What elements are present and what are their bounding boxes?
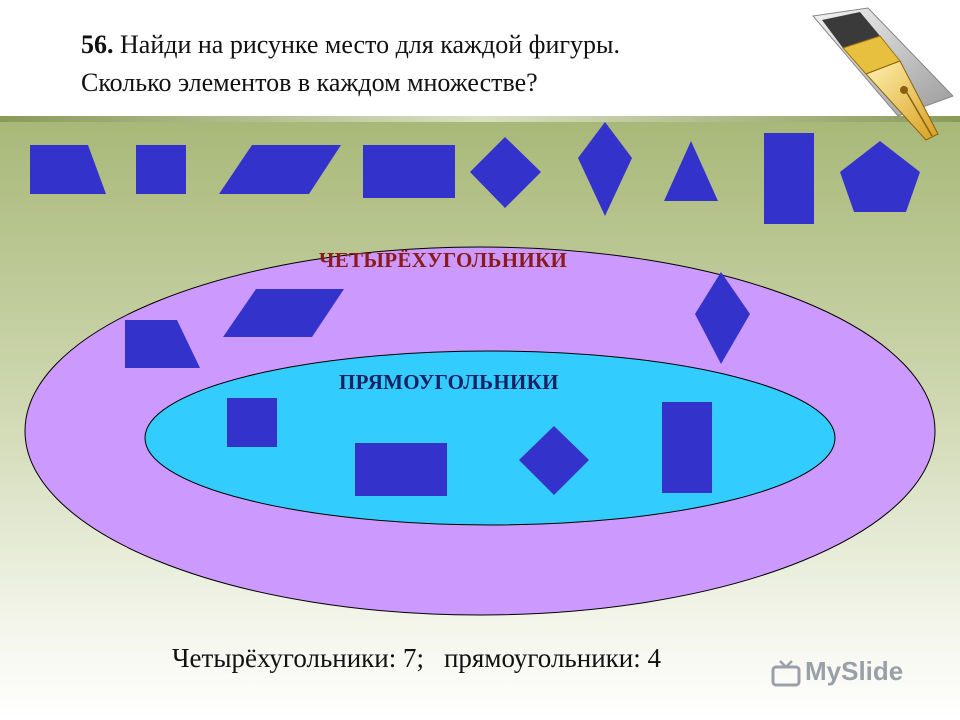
parallelogram-shape bbox=[219, 145, 341, 194]
answer-quadrilaterals: Четырёхугольники: 7; bbox=[172, 643, 424, 673]
rotated-square-shape bbox=[519, 426, 589, 495]
rotated-square-shape bbox=[470, 137, 541, 208]
top-row-shapes bbox=[30, 122, 920, 224]
task-title-line-2: Сколько элементов в каждом множестве? bbox=[81, 68, 538, 97]
trapezoid-shape bbox=[125, 320, 200, 368]
outer-set-shapes bbox=[125, 272, 750, 368]
watermark-text: MySlide bbox=[805, 656, 904, 686]
triangle-shape bbox=[664, 141, 718, 201]
fountain-pen-icon bbox=[812, 7, 954, 141]
tall-rectangle-shape bbox=[764, 133, 814, 224]
task-title-text: Найди на рисунке место для каждой фигуры… bbox=[120, 30, 621, 59]
pentagon-shape bbox=[840, 141, 920, 212]
square-shape bbox=[136, 145, 186, 194]
inner-set-label: ПРЯМОУГОЛЬНИКИ bbox=[339, 370, 559, 394]
task-number: 56. bbox=[81, 30, 114, 59]
rectangle-shape bbox=[363, 145, 455, 198]
trapezoid-shape bbox=[30, 145, 106, 194]
rectangle-shape bbox=[355, 443, 447, 496]
answer-rectangles: прямоугольники: 4 bbox=[443, 643, 661, 673]
rhombus-shape bbox=[695, 272, 750, 364]
outer-set-label: ЧЕТЫРЁХУГОЛЬНИКИ bbox=[319, 248, 568, 272]
tv-icon bbox=[771, 660, 801, 687]
inner-set-shapes bbox=[227, 398, 712, 496]
answer-line: Четырёхугольники: 7; прямоугольники: 4 bbox=[172, 643, 661, 674]
task-title-line-1: 56. Найди на рисунке место для каждой фи… bbox=[81, 30, 620, 60]
parallelogram-shape bbox=[223, 289, 344, 337]
tall-rectangle-shape bbox=[662, 402, 712, 493]
watermark: MySlide bbox=[771, 656, 903, 687]
rhombus-shape bbox=[578, 122, 632, 216]
square-shape bbox=[227, 398, 277, 447]
